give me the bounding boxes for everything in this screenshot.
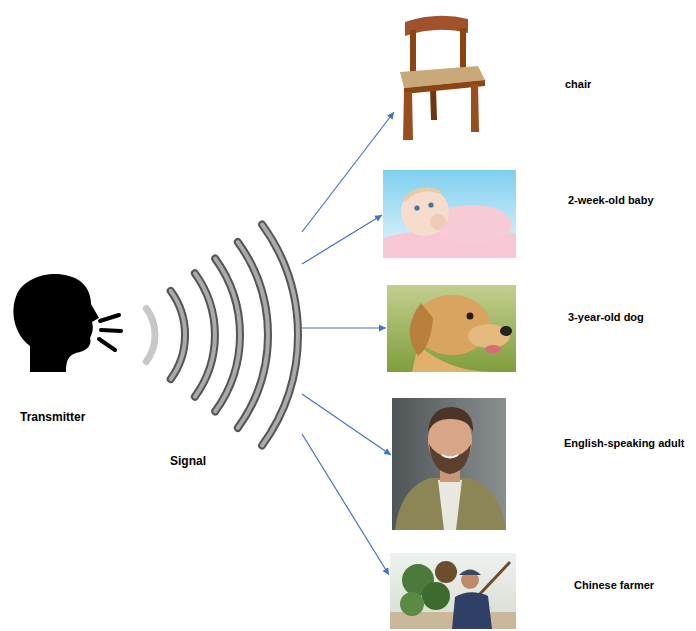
speech-line (100, 315, 119, 321)
photo-ground (390, 553, 516, 629)
wave-arc (262, 225, 298, 446)
photo-ground (392, 398, 506, 530)
wave-arc (262, 225, 298, 446)
node-label: Chinese farmer (574, 578, 654, 592)
node-label: Signal (170, 454, 206, 468)
farmer-hat (459, 570, 481, 576)
wave-arc (171, 291, 185, 379)
speech-line (99, 339, 115, 350)
dog-eye (467, 313, 474, 320)
photo-ground (387, 285, 516, 372)
signal-arrow (302, 327, 386, 328)
greenery (422, 582, 450, 610)
signal-arrow (302, 394, 391, 455)
chair-photo (400, 16, 485, 140)
wave-arc (195, 273, 215, 396)
signal-arrow (302, 112, 394, 232)
receiver-node: 3-year-old dog (387, 285, 648, 372)
chair-leg (403, 92, 413, 140)
dog-ear (410, 303, 433, 356)
farmer-photo (390, 553, 516, 629)
wave-arc (238, 242, 268, 428)
smile (442, 455, 458, 458)
node-label: English-speaking adult (564, 436, 684, 450)
baby-hair (404, 189, 440, 200)
greenery (400, 592, 424, 616)
wave-arc (146, 309, 155, 362)
wave-arc (215, 259, 240, 412)
dog-photo (387, 285, 516, 372)
wave-arc (215, 259, 240, 412)
signal-arrow (302, 215, 382, 264)
node-label: 3-year-old dog (568, 310, 644, 324)
receiver-node: chair (395, 15, 596, 140)
shirt (438, 480, 462, 530)
wave-arc (195, 273, 215, 396)
farmer-jacket (452, 592, 492, 629)
dog-tongue (485, 345, 501, 353)
baby-eye (414, 205, 419, 210)
baby-head (401, 188, 449, 236)
hair (428, 407, 473, 432)
chair-post (410, 30, 416, 75)
head-silhouette (13, 274, 99, 372)
baby-eye (428, 202, 433, 207)
chair-leg (471, 84, 479, 132)
jacket (395, 478, 506, 530)
chair-leg (430, 88, 437, 120)
receiver-node: 2-week-old baby (383, 170, 658, 258)
harvest (435, 561, 457, 583)
receiver-node: English-speaking adult (392, 398, 689, 530)
photo-ground (383, 170, 516, 258)
speaker-head (13, 274, 121, 372)
hoe (478, 562, 510, 596)
chair-post (460, 28, 466, 71)
dog-nose (500, 326, 512, 336)
node-label: chair (565, 77, 591, 91)
adult-photo (392, 398, 506, 530)
signal-waves (146, 225, 298, 446)
beard (429, 444, 471, 474)
transmitter-node: Transmitter (10, 275, 125, 430)
baby-photo (383, 170, 516, 258)
signal-node: Signal (140, 222, 302, 478)
baby-hand (430, 214, 446, 230)
node-label: Transmitter (20, 410, 85, 424)
node-label: 2-week-old baby (568, 193, 654, 207)
receiver-node: Chinese farmer (390, 553, 659, 629)
signal-arrow (302, 434, 389, 575)
speech-line (101, 330, 121, 331)
wave-arc (171, 291, 185, 379)
wave-arc (238, 242, 268, 428)
